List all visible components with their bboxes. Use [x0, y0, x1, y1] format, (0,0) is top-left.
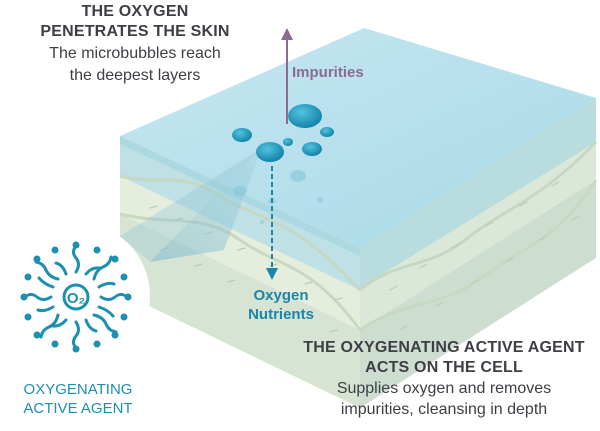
top-heading-title-line-1: THE OXYGEN	[81, 3, 189, 20]
top-heading-title-line-2: PENETRATES THE SKIN	[40, 23, 230, 40]
bubble-icon	[288, 104, 322, 128]
bottom-heading-title-line-1: THE OXYGENATING ACTIVE AGENT	[303, 339, 585, 356]
down-dashed-arrow-icon	[266, 166, 278, 280]
agent-label-line-2: ACTIVE AGENT	[23, 400, 133, 417]
agent-beam	[150, 148, 262, 262]
right-face-middle	[360, 138, 596, 330]
up-arrow-icon	[281, 28, 293, 124]
bottom-heading-subtitle-line-1: Supplies oxygen and removes	[336, 380, 552, 397]
microbubbles	[232, 104, 334, 224]
front-face-middle	[120, 172, 360, 330]
top-heading-subtitle-line-1: The microbubbles reach	[49, 45, 221, 62]
top-heading-subtitle-line-2: the deepest layers	[69, 67, 201, 84]
oxygen-label: Oxygen	[253, 287, 309, 304]
agent-circle: O₂	[2, 222, 150, 370]
front-face-top	[120, 136, 360, 290]
bottom-heading: THE OXYGENATING ACTIVE AGENT ACTS ON THE…	[294, 338, 594, 420]
right-wave-1	[359, 140, 598, 292]
bottom-heading-title-line-2: ACTS ON THE CELL	[365, 359, 523, 376]
front-wave-2	[119, 212, 362, 331]
agent-beam-shadow	[120, 148, 262, 262]
agent-label: OXYGENATING ACTIVE AGENT	[18, 380, 138, 418]
skin-block	[119, 28, 598, 408]
bubble-icon	[320, 127, 334, 137]
bubble-icon	[232, 128, 252, 142]
impurities-label: Impurities	[292, 64, 364, 81]
bubble-icon	[283, 138, 293, 146]
skin-surface	[120, 28, 596, 248]
bubble-icon	[302, 142, 322, 156]
bubble-icon	[259, 220, 265, 224]
agent-label-line-1: OXYGENATING	[23, 381, 133, 398]
bubble-icon	[233, 186, 247, 196]
bubble-icon	[256, 142, 284, 162]
top-heading: THE OXYGEN PENETRATES THE SKIN The micro…	[30, 2, 240, 86]
front-face-bottom	[120, 210, 360, 408]
agent-dots	[20, 241, 132, 353]
right-face-bottom	[360, 176, 596, 408]
nutrients-label: Nutrients	[248, 306, 314, 323]
bottom-heading-subtitle-line-2: impurities, cleansing in depth	[340, 401, 548, 418]
o2-symbol: O₂	[67, 290, 85, 307]
bubble-icon	[317, 197, 323, 203]
o2-molecule-icon	[23, 244, 129, 350]
bubble-icon	[290, 170, 306, 182]
oxygen-nutrients-label: Oxygen Nutrients	[236, 286, 326, 324]
right-face-top	[360, 98, 596, 288]
right-wave-2	[359, 179, 598, 332]
